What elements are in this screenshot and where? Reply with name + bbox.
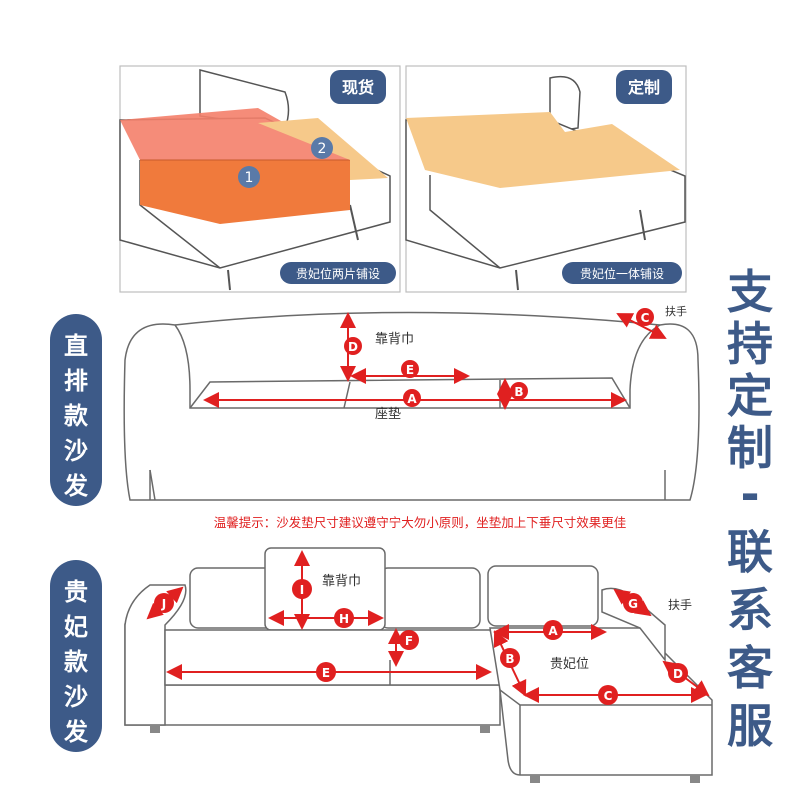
svg-text:客: 客 [727, 641, 773, 695]
stock-caption: 贵妃位两片铺设 [296, 266, 380, 281]
chaise-armrest-label: 扶手 [668, 597, 692, 612]
svg-text:制: 制 [727, 421, 773, 475]
marker-h: H [339, 612, 349, 626]
marker-j: J [161, 597, 166, 611]
svg-text:贵: 贵 [64, 578, 88, 606]
custom-caption-pill [562, 262, 682, 284]
svg-text:沙: 沙 [64, 437, 88, 465]
panel-stock: 1 2 现货 贵妃位两片铺设 [119, 65, 401, 293]
piece-1-number: 1 [245, 170, 254, 186]
svg-text:款: 款 [64, 402, 89, 430]
straight-sofa-dimensions: D 靠背巾 E A 座垫 B C 扶手 [203, 304, 687, 422]
backrest-label: 靠背巾 [375, 332, 414, 347]
piece-1-badge [238, 166, 260, 188]
svg-text:妃: 妃 [64, 613, 88, 641]
seat-label: 座垫 [375, 406, 401, 422]
custom-tag [616, 70, 672, 104]
marker-e2: E [322, 666, 330, 680]
piece-2-badge [311, 137, 333, 159]
custom-tag-label: 定制 [627, 78, 660, 97]
straight-sofa-side-label: 直 排 款 沙 发 [50, 314, 102, 506]
armrest-label: 扶手 [665, 304, 687, 318]
svg-text:联: 联 [727, 525, 773, 579]
svg-text:持: 持 [727, 317, 773, 371]
svg-text:沙: 沙 [64, 683, 88, 711]
custom-service-text: 支 持 定 制 - 联 系 客 服 [727, 265, 773, 753]
svg-text:定: 定 [727, 369, 773, 423]
marker-c: C [641, 311, 650, 325]
svg-text:发: 发 [63, 718, 88, 746]
marker-g: G [628, 597, 638, 611]
size-tip: 温馨提示：沙发垫尺寸建议遵守宁大勿小原则，坐垫加上下垂尺寸效果更佳 [214, 515, 627, 530]
marker-d: D [348, 340, 358, 354]
chaise-backrest-label: 靠背巾 [322, 574, 361, 589]
chaise-sofa-dimensions: J I 靠背巾 H F E A B 贵妃位 C D [146, 550, 710, 705]
svg-text:发: 发 [63, 472, 88, 500]
marker-d2: D [673, 667, 683, 681]
svg-text:款: 款 [64, 648, 89, 676]
chaise-label: 贵妃位 [550, 657, 589, 672]
panel-custom: 定制 贵妃位一体铺设 [405, 65, 687, 293]
marker-b2: B [505, 652, 514, 666]
cushion-piece-1-top [120, 108, 350, 168]
custom-caption: 贵妃位一体铺设 [580, 266, 664, 281]
marker-c2: C [604, 689, 613, 703]
marker-f: F [405, 634, 413, 648]
chaise-sofa-side-label: 贵 妃 款 沙 发 [50, 560, 102, 752]
marker-a: A [407, 392, 417, 406]
chaise-sofa [124, 547, 713, 783]
cushion-piece-1 [140, 160, 350, 224]
marker-e: E [406, 363, 414, 377]
svg-text:服: 服 [727, 699, 773, 753]
svg-text:系: 系 [727, 583, 773, 637]
piece-2-number: 2 [318, 141, 327, 157]
stock-caption-pill [280, 262, 396, 284]
marker-i: I [300, 583, 304, 597]
stock-tag [330, 70, 386, 104]
marker-a2: A [548, 624, 558, 638]
marker-b: B [514, 385, 523, 399]
svg-text:直: 直 [64, 332, 88, 360]
stock-tag-label: 现货 [342, 78, 374, 97]
svg-text:-: - [740, 467, 759, 521]
svg-text:支: 支 [727, 265, 773, 319]
svg-text:排: 排 [64, 367, 88, 395]
cushion-one-piece [406, 112, 680, 188]
